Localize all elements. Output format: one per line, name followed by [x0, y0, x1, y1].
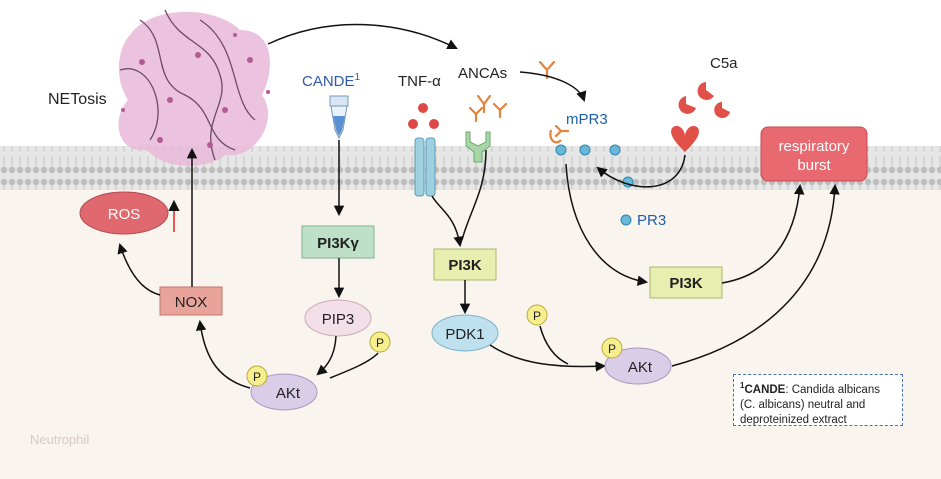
- mpr3-label: mPR3: [566, 111, 608, 128]
- c5a-receptor-icon: [671, 125, 699, 152]
- pi3k-right-node: [649, 266, 723, 299]
- svg-text:P: P: [253, 370, 261, 384]
- phosphate-icon: [369, 331, 391, 353]
- arrow-pdk1-to-akt-right: [489, 344, 607, 372]
- receptor-left-icon: [549, 129, 562, 144]
- nox-node: [159, 286, 223, 316]
- neutrophil-label: Neutrophil: [30, 432, 89, 447]
- pi3k-center-node: [433, 248, 497, 281]
- arrow-pr3-to-mpr3: [596, 154, 686, 188]
- svg-text:P: P: [608, 342, 616, 356]
- tnf-molecules-icon: [408, 103, 439, 129]
- akt-left-node: [250, 373, 318, 411]
- svg-text:ROS: ROS: [108, 206, 141, 223]
- svg-text:PDK1: PDK1: [445, 326, 484, 343]
- c5a-molecules-icon: [678, 82, 730, 118]
- svg-text:AKt: AKt: [276, 385, 301, 402]
- ros-node: [79, 191, 169, 235]
- test-tube-icon: [329, 95, 349, 140]
- netosis-label: NETosis: [48, 91, 107, 108]
- phosphate-icon: [246, 365, 268, 387]
- respiratory-burst-box: [760, 126, 868, 182]
- arrow-akt-left-to-nox: [195, 319, 251, 389]
- svg-text:AKt: AKt: [628, 359, 653, 376]
- ancas-label: ANCAs: [458, 65, 507, 82]
- svg-text:PI3K: PI3K: [669, 275, 703, 292]
- arrow-ancas-to-mpr3: [519, 71, 587, 102]
- phosphate-icon: [526, 304, 548, 326]
- pi3k-gamma-node: [301, 225, 375, 259]
- arrow-pip3-to-akt-left: [316, 335, 337, 376]
- arrow-pi3k-right-to-burst: [721, 183, 805, 284]
- tnf-label: TNF-α: [398, 73, 441, 90]
- svg-text:PIP3: PIP3: [322, 311, 355, 328]
- footnote-box: 1CANDE: Candida albicans (C. albicans) n…: [733, 374, 903, 426]
- phosphate-icon: [601, 337, 623, 359]
- arrow-akt-right-to-burst: [671, 183, 840, 367]
- arrow-netosis-to-ancas: [267, 23, 458, 49]
- fc-receptor-icon: [465, 131, 491, 163]
- tnf-receptor-icon: [414, 137, 436, 197]
- c5a-label: C5a: [710, 55, 738, 72]
- arrow-receptors-to-pi3k: [431, 195, 464, 248]
- pip3-node: [304, 299, 372, 337]
- pr3-label: PR3: [637, 212, 666, 229]
- footnote-text: : Candida albicans (C. albicans) neutral…: [740, 383, 880, 426]
- footnote-superscript: 1: [740, 381, 745, 390]
- svg-text:PI3K: PI3K: [448, 257, 482, 274]
- pr3-molecules-icon: [555, 144, 634, 226]
- pdk1-node: [431, 314, 499, 352]
- footnote-term: CANDE: [744, 383, 786, 396]
- svg-text:respiratory: respiratory: [779, 138, 850, 155]
- arrow-nox-to-ros: [117, 243, 161, 296]
- arrow-mpr3-to-pi3k-right: [565, 163, 649, 286]
- netosis-cloud-icon: [118, 9, 270, 166]
- cande-label: CANDE1: [302, 72, 361, 90]
- svg-text:NOX: NOX: [175, 294, 208, 311]
- akt-right-node: [604, 347, 672, 385]
- svg-text:P: P: [533, 309, 541, 323]
- ancas-antibodies-icon: [468, 60, 570, 138]
- svg-text:P: P: [376, 336, 384, 350]
- svg-text:PI3Kγ: PI3Kγ: [317, 235, 359, 252]
- svg-text:burst: burst: [797, 157, 831, 174]
